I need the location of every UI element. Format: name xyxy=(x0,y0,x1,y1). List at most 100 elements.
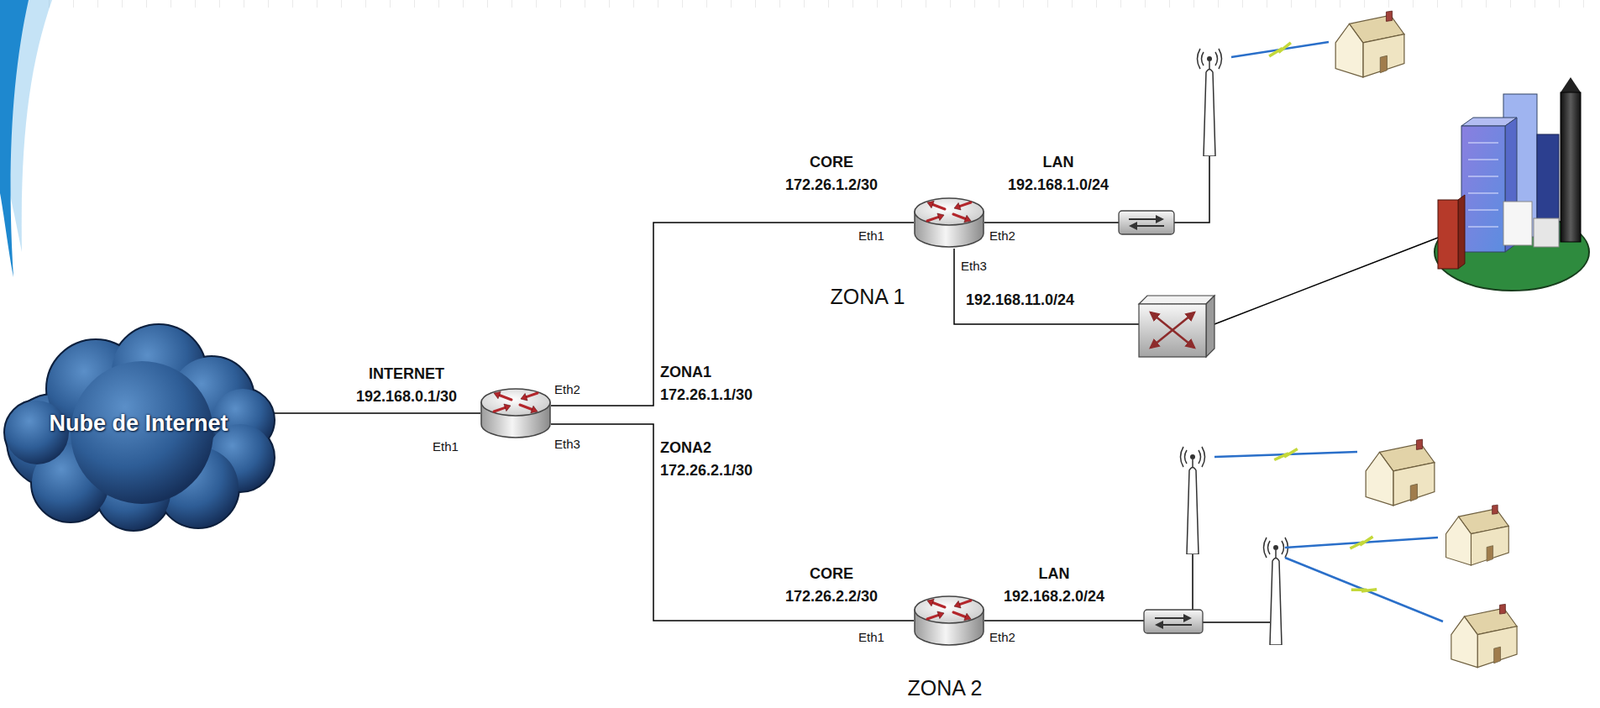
router-arrow xyxy=(927,216,939,221)
network-label: CORE 172.26.1.2/30 xyxy=(785,151,878,197)
switch-arrow xyxy=(1128,218,1163,221)
network-label: LAN 192.168.1.0/24 xyxy=(1007,151,1109,197)
switch-arrow xyxy=(1130,225,1165,227)
network-link xyxy=(550,222,914,406)
interface-label: Eth1 xyxy=(858,228,885,244)
router-top xyxy=(481,388,551,416)
tower xyxy=(1560,92,1581,242)
router-arrow-head xyxy=(964,215,971,222)
slide-decoration xyxy=(0,0,29,278)
router-arrow xyxy=(960,202,971,207)
network-link xyxy=(550,424,914,621)
interface-label: Eth2 xyxy=(989,228,1016,244)
interface-label: Eth1 xyxy=(858,629,885,646)
router-arrow xyxy=(933,204,945,210)
building xyxy=(1437,199,1459,269)
router-arrow xyxy=(493,407,505,412)
router-arrow-head xyxy=(503,403,511,411)
switch-top xyxy=(1138,295,1215,305)
interface-label: Eth1 xyxy=(432,439,459,455)
house-symbol xyxy=(1451,603,1517,667)
antenna-wire xyxy=(1174,156,1210,223)
wireless-link xyxy=(1285,537,1438,548)
router-arrow-head xyxy=(937,213,945,221)
router-arrow-head xyxy=(954,600,961,608)
switch-symbol xyxy=(1143,609,1203,634)
building xyxy=(1533,218,1559,247)
router-arrow xyxy=(927,614,939,620)
switch-side xyxy=(1206,295,1215,357)
router-arrow-head xyxy=(530,405,538,413)
router-node: Eth1Eth2Eth3 xyxy=(480,387,551,440)
switch-symbol xyxy=(1118,210,1175,235)
antenna-wire xyxy=(1191,554,1194,610)
router-arrow-head xyxy=(964,613,971,620)
wireless-bolt xyxy=(1267,42,1293,57)
router-arrow xyxy=(953,214,966,220)
switch-arrow xyxy=(1156,624,1192,626)
building xyxy=(1461,125,1506,252)
interface-label: Eth2 xyxy=(989,629,1016,646)
network-label: CORE 172.26.2.2/30 xyxy=(785,562,878,609)
antenna-wire xyxy=(1202,621,1270,624)
router-symbol xyxy=(480,387,551,440)
building-side xyxy=(1458,194,1465,269)
router-node: ZONA 2Eth1Eth2 xyxy=(913,594,985,647)
antenna-symbol xyxy=(1197,48,1223,157)
router-arrow xyxy=(960,600,971,605)
router-symbol xyxy=(913,196,985,249)
tower-spire xyxy=(1560,77,1581,93)
router-arrows xyxy=(493,391,538,413)
router-arrow xyxy=(933,602,945,608)
cloud-label: Nube de Internet xyxy=(48,409,228,437)
network-label: 192.168.11.0/24 xyxy=(965,288,1075,312)
router-arrow-head xyxy=(520,393,528,400)
multilayer-switch-symbol xyxy=(1138,304,1207,357)
router-top xyxy=(914,198,984,226)
lan-wire xyxy=(984,619,1144,622)
network-label: ZONA1 172.26.1.1/30 xyxy=(660,361,753,407)
router-arrow-head xyxy=(937,611,945,619)
router-symbol xyxy=(913,594,985,647)
network-link xyxy=(273,412,481,415)
wireless-bolt xyxy=(1351,580,1377,599)
lan-wire xyxy=(954,248,1139,325)
wireless-bolt xyxy=(1274,449,1298,461)
building-windows xyxy=(1468,142,1499,227)
antenna-symbol xyxy=(1180,446,1206,555)
zone-name: ZONA 2 xyxy=(907,675,983,701)
antenna-symbol xyxy=(1264,537,1289,646)
lan-wire xyxy=(984,221,1119,224)
house-symbol xyxy=(1365,439,1435,506)
router-arrow-head xyxy=(927,598,934,606)
network-label: LAN 192.168.2.0/24 xyxy=(1003,562,1105,609)
switch-arrow xyxy=(1150,330,1173,348)
router-arrow xyxy=(953,612,966,618)
internet-cloud: Nube de Internet xyxy=(3,314,274,532)
building xyxy=(1503,201,1532,246)
wireless-bolt xyxy=(1349,536,1375,549)
network-label: INTERNET 192.168.0.1/30 xyxy=(356,362,457,409)
router-arrows xyxy=(927,598,971,620)
switch-arrow xyxy=(1154,617,1191,620)
router-arrow xyxy=(526,393,538,398)
switch-arrow xyxy=(1172,330,1195,348)
network-label: ZONA2 172.26.2.1/30 xyxy=(660,436,753,483)
switch-arrow xyxy=(1172,312,1195,331)
router-arrow xyxy=(499,394,512,400)
wireless-link xyxy=(1231,41,1329,58)
router-arrow-head xyxy=(954,202,961,210)
interface-label: Eth2 xyxy=(554,382,581,398)
building-wire xyxy=(1214,237,1438,325)
router-arrow xyxy=(519,404,532,410)
zone-name: ZONA 1 xyxy=(830,283,906,310)
router-arrow-head xyxy=(493,391,501,399)
house-symbol xyxy=(1335,10,1405,78)
switch-arrow xyxy=(1150,312,1173,331)
wireless-link xyxy=(1285,557,1443,622)
top-grid xyxy=(0,0,1600,8)
router-arrows xyxy=(927,200,971,222)
interface-label: Eth3 xyxy=(554,436,581,452)
interface-label: Eth3 xyxy=(960,258,987,274)
